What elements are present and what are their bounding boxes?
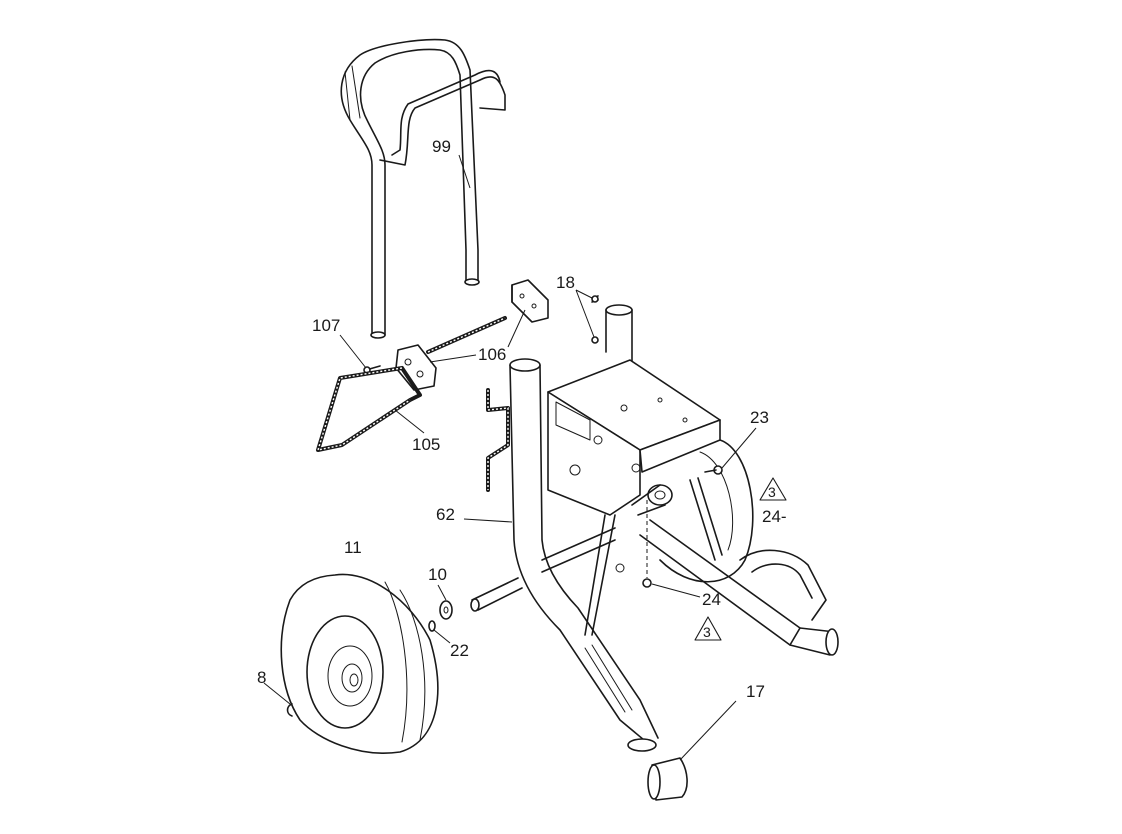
warning-lower-label: 3 [703, 624, 711, 640]
bracket-part-106 [395, 279, 549, 391]
handle-part-99 [340, 38, 506, 339]
callout-22: 22 [450, 641, 469, 660]
callout-62: 62 [436, 505, 455, 524]
callout-10: 10 [428, 565, 447, 584]
callout-105: 105 [412, 435, 440, 454]
wheel-part-11 [280, 573, 439, 754]
callout-8: 8 [257, 668, 266, 687]
cord-hook-part-105 [316, 366, 422, 452]
warning-triangle-lower: 3 [694, 616, 722, 641]
mounting-plate [547, 359, 721, 516]
nut-part-24 [615, 500, 652, 588]
washer-part-10 [439, 600, 453, 620]
screws-part-18 [591, 295, 599, 344]
callout-11: 11 [344, 538, 362, 557]
axle-rod [470, 577, 523, 612]
clip-part-22 [428, 620, 436, 632]
warning-triangle-upper: 3 [759, 477, 787, 501]
callout-24: 24 [702, 590, 721, 609]
ring-part-8 [286, 703, 293, 717]
callout-18: 18 [556, 273, 575, 292]
callout-23: 23 [750, 408, 769, 427]
rear-wheel [659, 439, 754, 583]
leader-lines [263, 154, 757, 761]
callout-106: 106 [478, 345, 506, 364]
frame-part-62 [509, 304, 839, 752]
bolt-part-23 [704, 465, 723, 475]
callout-99: 99 [432, 137, 451, 156]
z-hook-part [486, 388, 510, 492]
warning-upper-label: 3 [768, 484, 776, 500]
callout-24-right: 24- [762, 507, 787, 526]
callout-17: 17 [746, 682, 765, 701]
callout-107: 107 [312, 316, 340, 335]
cap-part-17 [647, 757, 688, 801]
callout-labels: 99 18 107 106 105 23 24- 62 11 10 24 22 … [257, 137, 787, 701]
